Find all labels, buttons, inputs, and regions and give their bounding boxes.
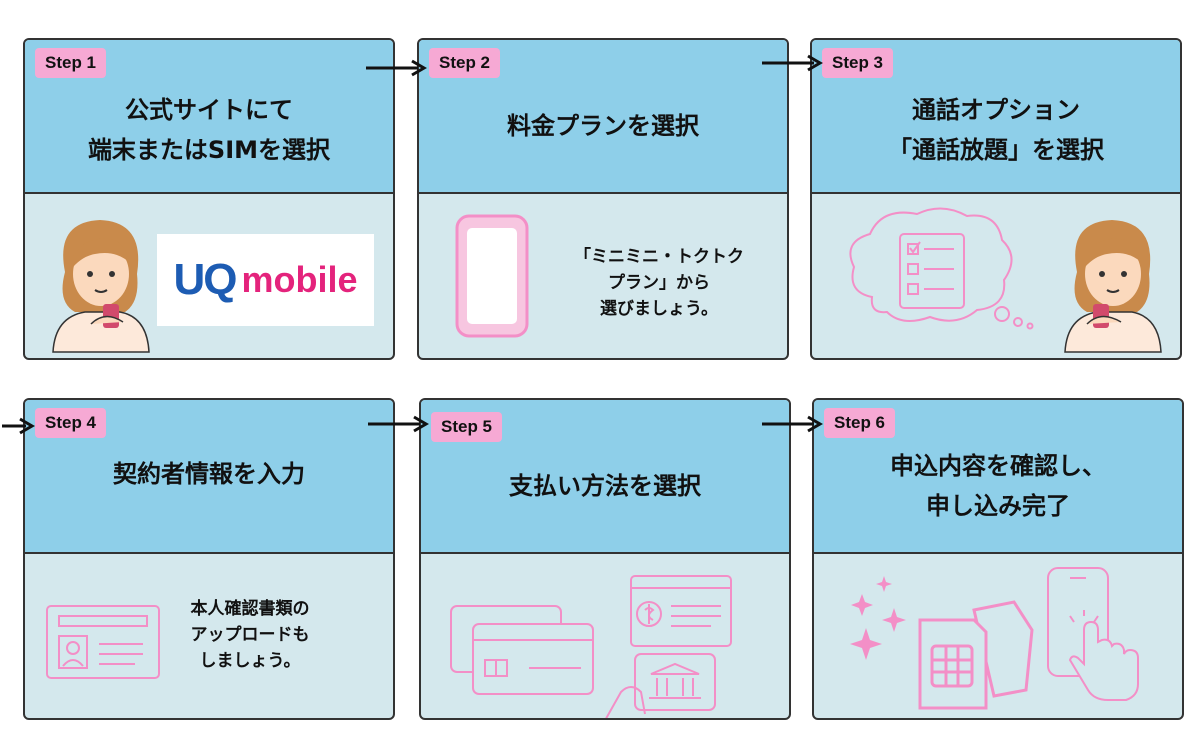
step-body: UQ mobile	[25, 194, 393, 358]
arrow-right-icon	[366, 59, 427, 77]
id-card-icon	[46, 605, 160, 679]
arrow-right-icon	[2, 417, 35, 435]
step-body: 本人確認書類の アップロードも しましょう。	[25, 554, 393, 718]
credit-card-icon	[450, 605, 594, 695]
smartphone-icon	[455, 214, 529, 338]
step-header: Step 5 支払い方法を選択	[421, 400, 789, 554]
step-header: Step 3 通話オプション 「通話放題」を選択	[812, 40, 1180, 194]
step-card-4: Step 4 契約者情報を入力 本人確認書類の アップロードも しましょう。	[23, 398, 395, 720]
step-badge: Step 5	[431, 412, 503, 442]
step-card-6: Step 6 申込内容を確認し、 申し込み完了	[812, 398, 1184, 720]
step-title: 契約者情報を入力	[113, 460, 305, 488]
sim-card-icon	[918, 600, 1034, 710]
arrow-right-icon	[762, 54, 823, 72]
step-card-2: Step 2 料金プランを選択 「ミニミニ・トクトク プラン」から 選びましょう…	[417, 38, 789, 360]
step-card-1: Step 1 公式サイトにて 端末またはSIMを選択 UQ mobile	[23, 38, 395, 360]
step-header: Step 4 契約者情報を入力	[25, 400, 393, 554]
step-badge: Step 3	[822, 48, 894, 78]
step-header: Step 2 料金プランを選択	[419, 40, 787, 194]
step-card-5: Step 5 支払い方法を選択	[419, 398, 791, 720]
step-body	[812, 194, 1180, 358]
arrow-right-icon	[368, 415, 429, 433]
step-badge: Step 1	[35, 48, 107, 78]
step-title: 支払い方法を選択	[509, 472, 701, 500]
step-title: 料金プランを選択	[507, 112, 699, 140]
step-card-3: Step 3 通話オプション 「通話放題」を選択	[810, 38, 1182, 360]
bank-bill-payment-icon	[605, 575, 732, 718]
step-badge: Step 6	[824, 408, 896, 438]
step-header: Step 6 申込内容を確認し、 申し込み完了	[814, 400, 1182, 554]
step-body: 「ミニミニ・トクトク プラン」から 選びましょう。	[419, 194, 787, 358]
step-note: 本人確認書類の アップロードも しましょう。	[190, 599, 310, 671]
step-title: 申込内容を確認し、 申し込み完了	[890, 452, 1106, 520]
step-note: 「ミニミニ・トクトク プラン」から 選びましょう。	[574, 247, 744, 319]
woman-with-phone-icon	[52, 220, 150, 353]
step-badge: Step 4	[35, 408, 107, 438]
step-title: 公式サイトにて 端末またはSIMを選択	[87, 96, 331, 164]
step-badge: Step 2	[429, 48, 501, 78]
sparkles-icon	[850, 576, 906, 660]
step-title: 通話オプション 「通話放題」を選択	[888, 96, 1104, 164]
phone-tap-icon	[1047, 567, 1139, 701]
woman-with-phone-icon	[1064, 220, 1162, 353]
step-body	[814, 554, 1182, 718]
step-body	[421, 554, 789, 718]
step-header: Step 1 公式サイトにて 端末またはSIMを選択	[25, 40, 393, 194]
thought-bubble-checklist-icon	[849, 207, 1034, 330]
uq-mobile-logo: UQ mobile	[157, 234, 374, 326]
arrow-right-icon	[762, 415, 823, 433]
